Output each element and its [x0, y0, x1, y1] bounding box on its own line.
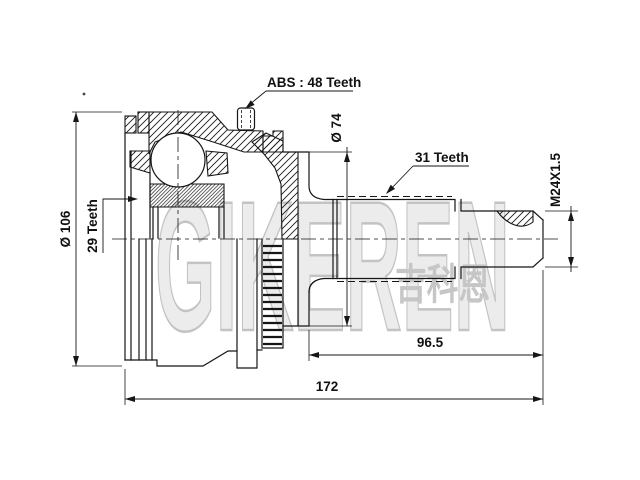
- inner-race-bore-edges: [152, 206, 225, 239]
- housing-bottom-outline: [124, 350, 238, 367]
- outer-race-roof-section: [148, 111, 264, 155]
- drive-shaft: [282, 151, 544, 293]
- cage-section-right: [205, 150, 229, 177]
- inner-race-section: [149, 183, 225, 208]
- leader-29-teeth: 29 Teeth: [85, 196, 138, 253]
- housing-exterior-bottom: [124, 238, 310, 369]
- outer-race-section: [124, 111, 299, 240]
- thread-runout: [495, 210, 534, 227]
- watermark-brand-chinese: 吉科恩: [395, 260, 490, 309]
- boot-lip-section-left: [124, 115, 137, 134]
- dim-172: 172: [124, 369, 543, 405]
- housing-mouth-edges: [124, 132, 151, 239]
- abs-ring-exterior: [236, 238, 258, 369]
- spline-hidden-lines: [337, 196, 452, 282]
- dim-diameter-74: Ø 74: [309, 113, 352, 327]
- shaft-top-profile: [282, 151, 544, 221]
- boot-lip-section-right: [137, 111, 150, 134]
- leader-31-teeth: 31 Teeth: [386, 150, 469, 194]
- boot-groove-edges: [124, 238, 153, 361]
- dim-106-label: Ø 106: [58, 210, 73, 247]
- abs-ring-hidden-lines: [241, 110, 251, 128]
- abs-48-teeth-label: ABS : 48 Teeth: [267, 75, 361, 90]
- stray-mark: [82, 92, 86, 96]
- dim-172-label: 172: [316, 379, 339, 394]
- dim-thread-m24: M24X1.5: [545, 152, 578, 272]
- dim-96-5: 96.5: [308, 270, 544, 405]
- cage-section-left: [129, 150, 151, 174]
- abs-ring-body: [236, 107, 256, 131]
- leader-abs-48-teeth: ABS : 48 Teeth: [245, 75, 361, 109]
- 31-teeth-label: 31 Teeth: [415, 150, 469, 165]
- spline-comb-outline: [261, 238, 284, 349]
- 29-teeth-label: 29 Teeth: [85, 199, 100, 253]
- spline-comb-teeth: [263, 244, 282, 346]
- dim-diameter-106: Ø 106: [58, 111, 122, 367]
- dim-74-label: Ø 74: [329, 113, 344, 143]
- shaft-bottom-profile: [308, 257, 544, 293]
- dim-96-5-label: 96.5: [417, 335, 444, 350]
- abs-tone-ring: [236, 107, 256, 131]
- thread-spec-label: M24X1.5: [548, 152, 563, 207]
